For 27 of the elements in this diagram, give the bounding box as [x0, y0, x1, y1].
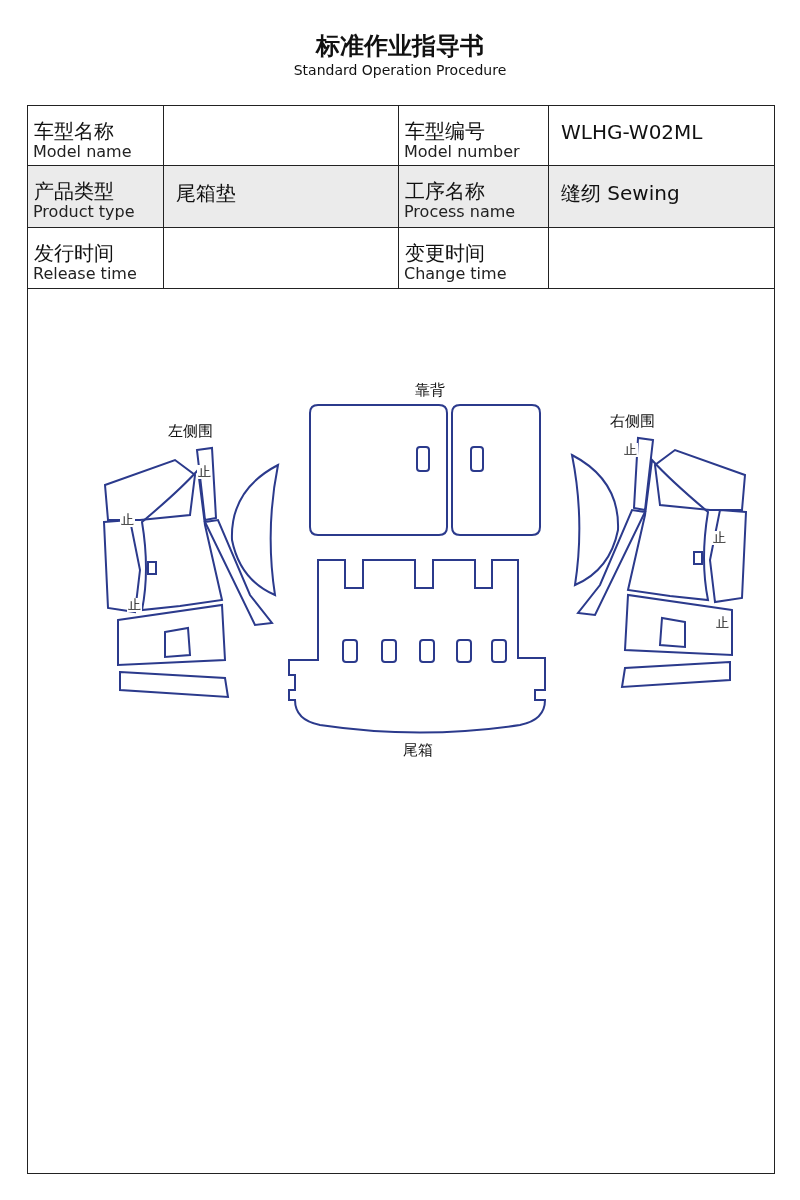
page-subtitle: Standard Operation Procedure [292, 62, 508, 78]
cell-label: Model name [33, 142, 132, 161]
stop-mark: 止 [127, 598, 142, 612]
stop-mark: 止 [623, 443, 638, 457]
piece-label: 靠背 [415, 381, 445, 400]
cell-label: Product type [33, 202, 135, 221]
cell-label: 变更时间 [405, 240, 485, 267]
stop-mark: 止 [712, 531, 727, 545]
cell-label: 工序名称 [405, 178, 485, 205]
piece-label: 左侧围 [168, 422, 213, 441]
cell-label: Model number [404, 142, 520, 161]
stop-mark: 止 [197, 465, 212, 479]
cell-label: 车型名称 [34, 118, 114, 145]
cell-value: 尾箱垫 [176, 180, 236, 207]
stop-mark: 止 [120, 513, 135, 527]
page-title: 标准作业指导书 [314, 31, 485, 62]
cell-label: 产品类型 [34, 178, 114, 205]
cell-label: Process name [404, 202, 516, 221]
piece-label: 尾箱 [403, 741, 433, 760]
cell-label: 发行时间 [34, 240, 114, 267]
piece-label: 右侧围 [610, 412, 655, 431]
cell-label: 车型编号 [405, 118, 485, 145]
stop-mark: 止 [715, 616, 730, 630]
cell-label: Release time [33, 264, 137, 283]
cell-label: Change time [404, 264, 507, 283]
cell-value: WLHG-W02ML [561, 120, 703, 144]
cell-value: 缝纫 Sewing [561, 180, 680, 207]
